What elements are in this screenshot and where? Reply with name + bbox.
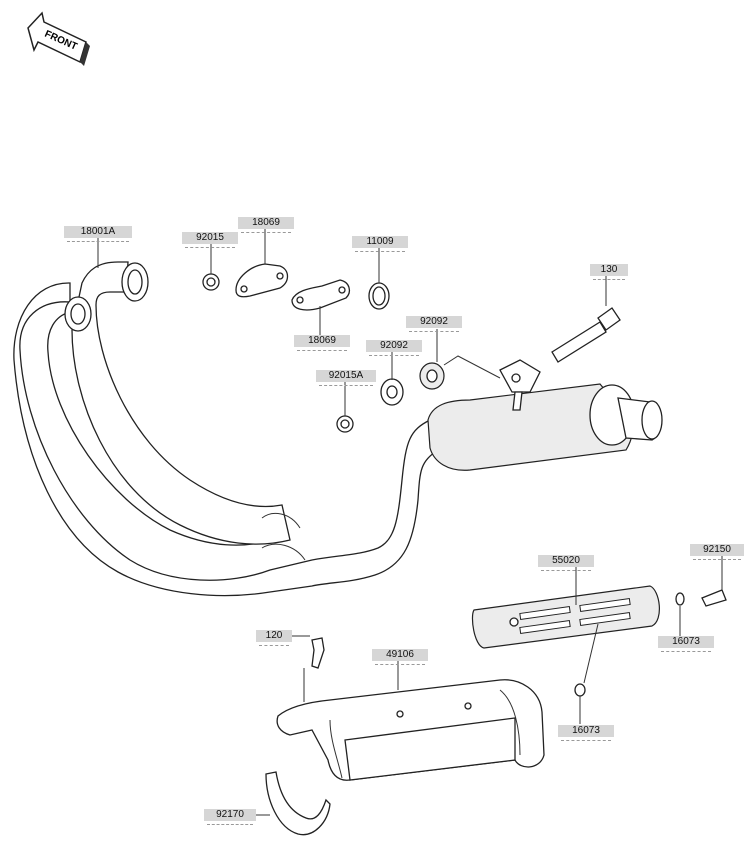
washer-16073-upper: [675, 592, 685, 606]
flange-18069-lower: [291, 279, 351, 311]
callout-130: 130: [590, 264, 628, 280]
muffler: [427, 359, 663, 471]
callout-49106: 49106: [372, 649, 428, 665]
callout-16073-upper: 16073: [658, 636, 714, 652]
exhaust-header-pipe: [13, 261, 439, 597]
flange-18069-upper: [235, 263, 289, 298]
callout-18001A: 18001A: [64, 226, 132, 242]
collar-92092-right: [419, 362, 445, 390]
gasket-11009: [368, 282, 390, 310]
nut-92015: [202, 273, 220, 291]
callout-92015A: 92015A: [316, 370, 376, 386]
band-92170: [265, 771, 331, 836]
callout-92150: 92150: [690, 544, 744, 560]
callout-120: 120: [256, 630, 292, 646]
callout-92015: 92015: [182, 232, 238, 248]
callout-92092-left: 92092: [366, 340, 422, 356]
bolt-130: [551, 307, 621, 363]
screw-92150: [701, 589, 727, 607]
nut-92015A: [336, 415, 354, 433]
leader-lines: [97, 229, 723, 816]
front-arrow-icon: FRONT: [27, 11, 90, 66]
cover-49106: [276, 679, 545, 781]
washer-16073-lower: [574, 683, 586, 697]
callout-16073-lower: 16073: [558, 725, 614, 741]
callout-55020: 55020: [538, 555, 594, 571]
callout-18069-lower: 18069: [294, 335, 350, 351]
callout-92092-right: 92092: [406, 316, 462, 332]
callout-18069-upper: 18069: [238, 217, 294, 233]
callout-92170: 92170: [204, 809, 256, 825]
heat-guard-55020: [471, 585, 660, 649]
collar-92092-left: [380, 378, 404, 406]
bolt-120: [311, 637, 325, 669]
callout-11009: 11009: [352, 236, 408, 252]
